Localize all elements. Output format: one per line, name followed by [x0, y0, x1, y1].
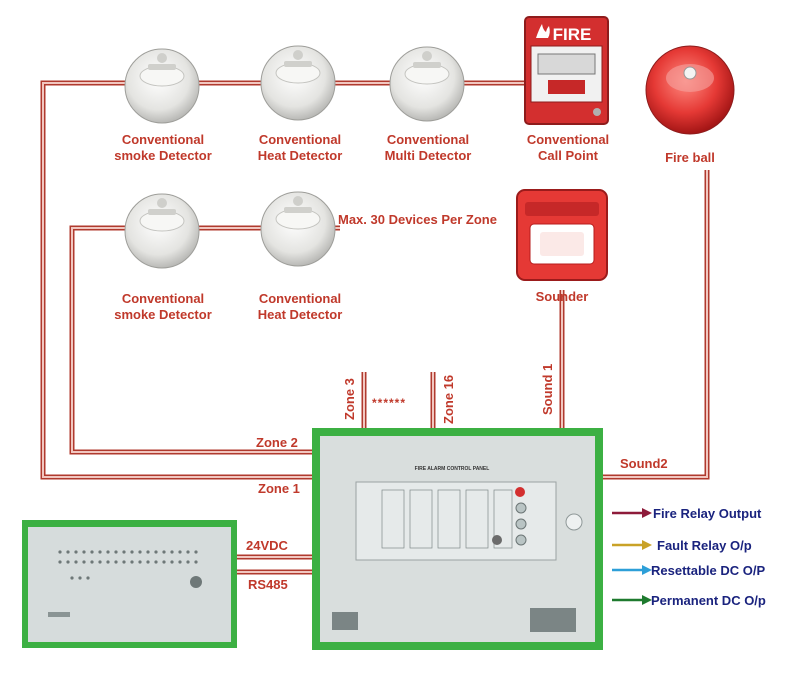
- panel-vent-right: [530, 608, 576, 632]
- label-zone1: Zone 1: [258, 481, 300, 496]
- smoke-detector-1: [124, 48, 200, 124]
- label-heat-detector-1: Conventional Heat Detector: [257, 132, 343, 163]
- label-fire-bell: Fire ball: [665, 150, 715, 165]
- fire-icon: [536, 24, 550, 38]
- panel-vent-left: [332, 612, 358, 630]
- panel-lamp: [565, 513, 583, 531]
- legend-fault-relay: Fault Relay O/p: [657, 538, 752, 553]
- call-point: [524, 16, 609, 125]
- label-zone3: Zone 3: [342, 378, 357, 420]
- label-multi-detector-1: Conventional Multi Detector: [384, 132, 472, 163]
- label-rs485: RS485: [248, 577, 288, 592]
- panel-keyswitch: [492, 535, 502, 545]
- label-zone2: Zone 2: [256, 435, 298, 450]
- repeater-buzzer: [190, 576, 202, 588]
- panel-indicator-red: [515, 487, 525, 497]
- label-call-point: Conventional Call Point: [526, 132, 610, 163]
- sounder: [516, 189, 608, 281]
- panel-button-3: [515, 534, 527, 546]
- label-smoke-detector-1: Conventional smoke Detector: [114, 132, 212, 163]
- heat-detector-1: [260, 45, 336, 121]
- label-max-devices: Max. 30 Devices Per Zone: [338, 212, 497, 227]
- panel-button-1: [515, 502, 527, 514]
- legend-fire-relay: Fire Relay Output: [653, 506, 762, 521]
- call-point-sign: FIRE: [553, 25, 592, 44]
- panel-title: FIRE ALARM CONTROL PANEL: [415, 466, 490, 472]
- repeater-logo: [48, 612, 70, 617]
- repeater-panel: [22, 520, 237, 648]
- legend-arrows: [612, 508, 652, 605]
- label-zone16: Zone 16: [441, 374, 456, 424]
- multi-detector-1: [389, 46, 465, 122]
- label-sound2: Sound2: [620, 456, 668, 471]
- label-smoke-detector-2: Conventional smoke Detector: [114, 291, 212, 322]
- wire-sound2: [603, 170, 710, 480]
- heat-detector-2: [260, 191, 336, 267]
- smoke-detector-2: [124, 193, 200, 269]
- legend-permanent-dc: Permanent DC O/p: [651, 593, 766, 608]
- panel-button-2: [515, 518, 527, 530]
- label-sounder: Sounder: [535, 289, 589, 304]
- main-control-panel: [312, 428, 603, 650]
- panel-zone-grid: [381, 489, 513, 549]
- label-24vdc: 24VDC: [246, 538, 288, 553]
- legend-resettable-dc: Resettable DC O/P: [651, 563, 766, 578]
- label-heat-detector-2: Conventional Heat Detector: [257, 291, 343, 322]
- label-sound1: Sound 1: [540, 363, 555, 415]
- fire-bell: [645, 45, 735, 135]
- repeater-led-row: [58, 550, 198, 580]
- label-zone-dots: ******: [372, 396, 407, 410]
